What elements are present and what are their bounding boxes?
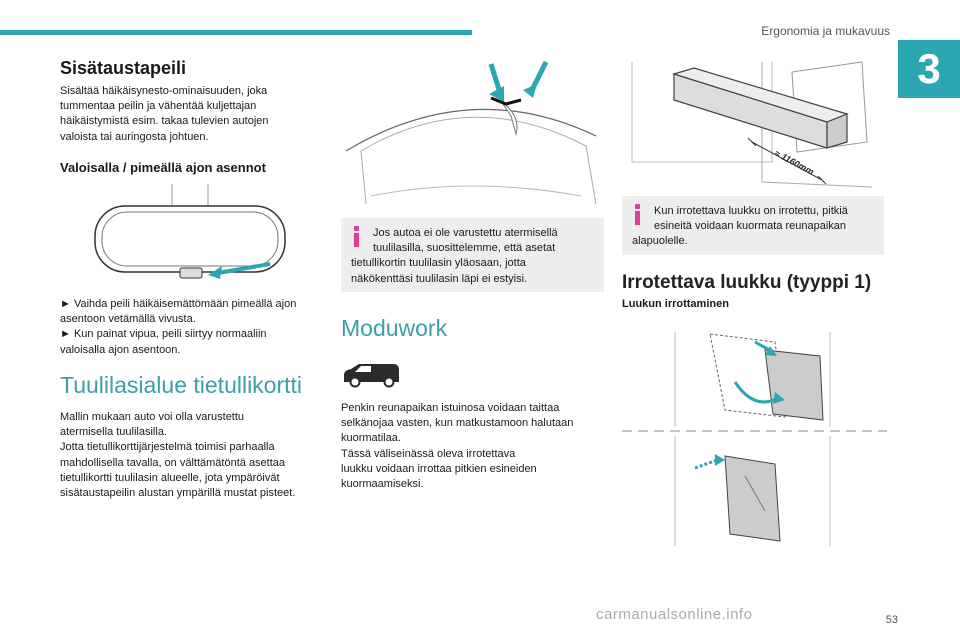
heading-moduwork: Moduwork	[341, 315, 448, 341]
mirror-illustration	[94, 184, 286, 279]
bullet-list-peili: ► Vaihda peili häikäisemättömään pimeäll…	[60, 298, 297, 356]
para-moduwork: Penkin reunapaikan istuinosa voidaan tai…	[341, 402, 574, 491]
header-title: Ergonomia ja mukavuus	[761, 24, 890, 38]
para-peili: Sisältää häikäisynesto-ominaisuuden, jok…	[60, 85, 269, 143]
hatch-removal-illustration-bottom	[655, 436, 851, 548]
header-accent-bar	[0, 30, 472, 35]
dashed-separator	[622, 430, 887, 432]
note-tietullikortti: Jos autoa ei ole varustettu atermisellä …	[341, 218, 604, 292]
watermark: carmanualsonline.info	[596, 606, 753, 623]
hatch-removal-illustration-top	[655, 322, 851, 430]
info-icon	[634, 204, 642, 226]
info-icon	[353, 226, 361, 248]
heading-irrotettava-luukku: Irrotettava luukku (tyyppi 1)	[622, 272, 872, 293]
heading-sisataustapeili: Sisätaustapeili	[60, 58, 187, 78]
page-number: 53	[885, 614, 898, 626]
cargo-length-illustration: ≈ 1160mm	[624, 54, 882, 188]
heading-tietullikortti: Tuulilasialue tietullikortti	[60, 372, 303, 398]
subheading-luukun-irrottaminen: Luukun irrottaminen	[622, 298, 729, 310]
note-luukku: Kun irrotettava luukku on irrotettu, pit…	[622, 196, 884, 255]
subheading-ajoasennot: Valoisalla / pimeällä ajon asennot	[60, 160, 266, 175]
windshield-illustration	[345, 60, 597, 205]
chapter-number-badge: 3	[898, 40, 960, 98]
van-icon	[344, 364, 399, 388]
